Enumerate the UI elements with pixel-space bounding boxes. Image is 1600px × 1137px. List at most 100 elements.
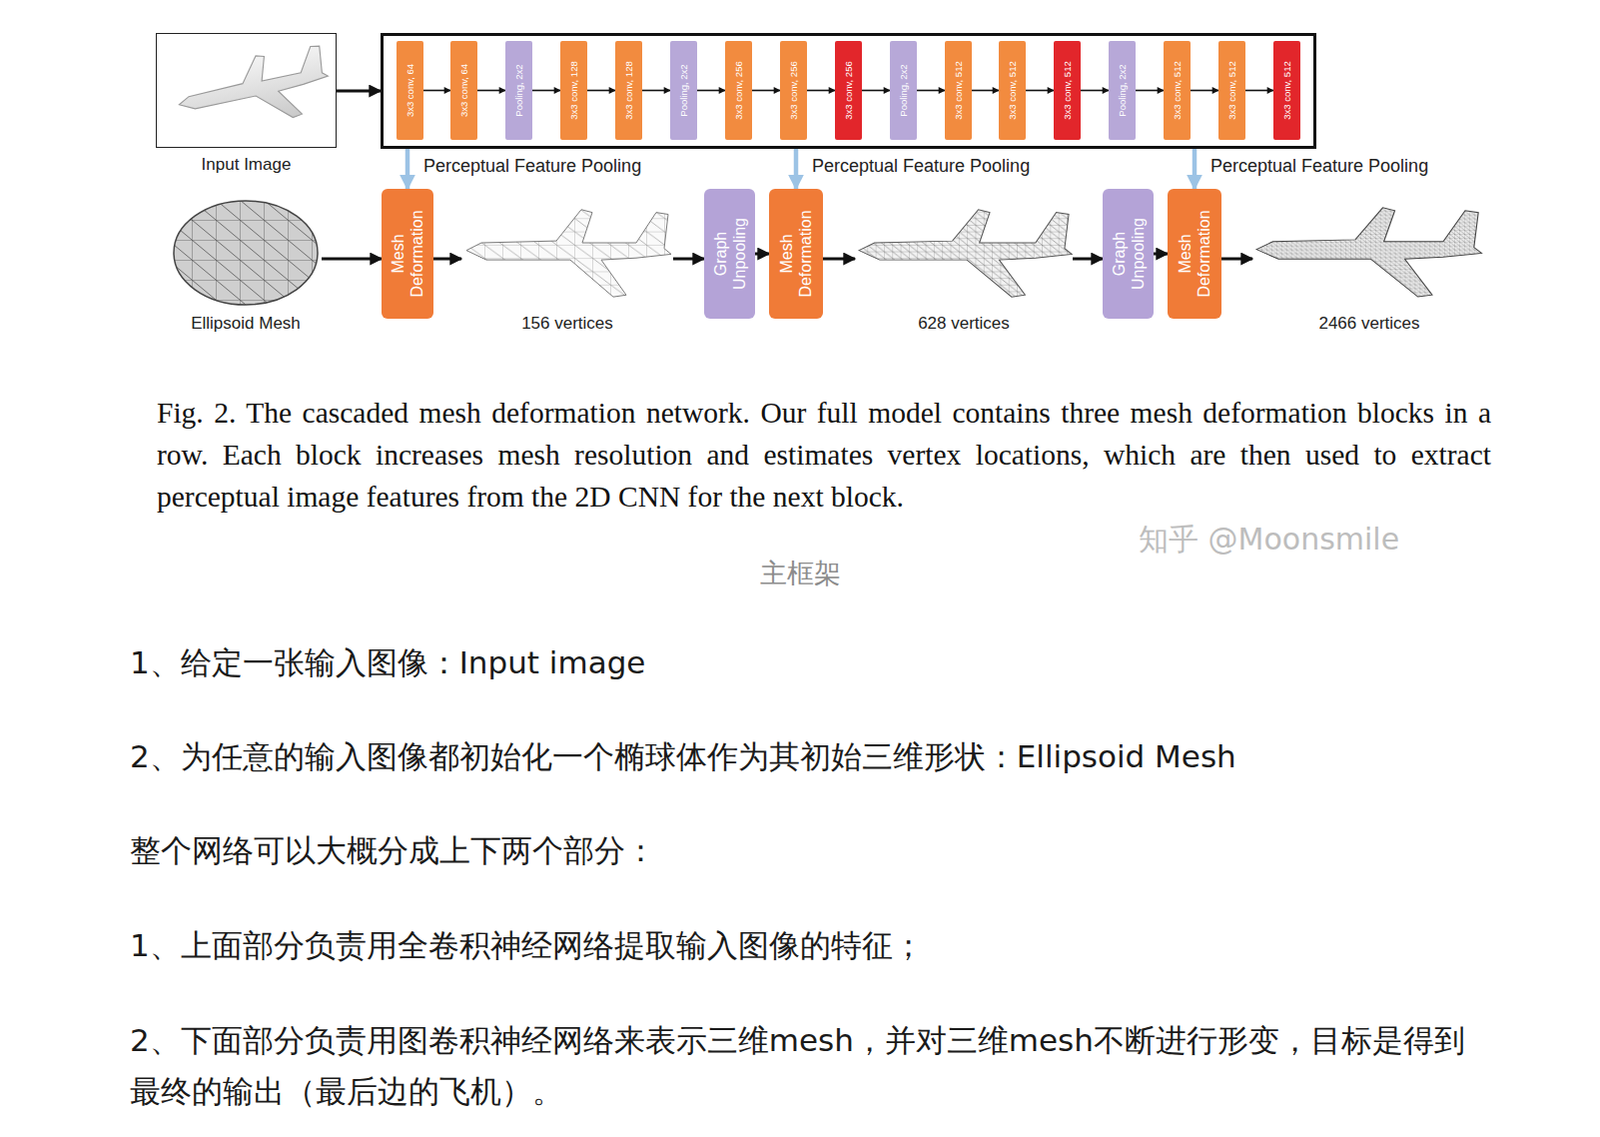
edge-label: Perceptual Feature Pooling	[421, 155, 644, 177]
node-label: Ellipsoid Mesh	[190, 313, 301, 334]
conv-layer-box-red: 3x3 conv, 256	[834, 40, 862, 140]
ellipsoid-outline	[173, 200, 318, 305]
edge-label: Perceptual Feature Pooling	[1208, 155, 1431, 177]
body-paragraph: 2、下面部分负责用图卷积神经网络来表示三维mesh，并对三维mesh不断进行形变…	[129, 1014, 1469, 1117]
conv-layer-box: 3x3 conv, 256	[780, 40, 807, 140]
feature-pooling-arrow	[1192, 148, 1198, 189]
body-paragraph: 2、为任意的输入图像都初始化一个椭球体作为其初始三维形状：Ellipsoid M…	[129, 731, 1469, 783]
flow-arrow	[673, 257, 705, 261]
flow-arrow	[752, 89, 781, 92]
layer-label: Pooling, 2x2	[678, 43, 690, 137]
graph-unpooling-box: Graph Unpooling	[704, 188, 756, 319]
mesh-outline	[466, 209, 672, 297]
mesh-airplane-fine	[1256, 207, 1483, 297]
flow-arrow	[822, 257, 855, 261]
ellipsoid-fill	[173, 200, 318, 305]
node-label: Input Image	[201, 154, 292, 175]
flow-arrow	[433, 257, 462, 261]
layer-label: Graph Unpooling	[1109, 194, 1148, 313]
layer-label: 3x3 conv, 512	[952, 43, 964, 137]
edge-label: Perceptual Feature Pooling	[809, 155, 1032, 177]
input-airplane-photo	[172, 41, 335, 140]
flow-arrow	[806, 89, 835, 92]
layer-label: Mesh Deformation	[1175, 194, 1214, 313]
layer-label: Graph Unpooling	[711, 194, 750, 313]
image-box: Input Image	[155, 32, 337, 183]
image-frame	[155, 32, 337, 148]
flow-arrow	[971, 89, 999, 92]
flow-arrow	[587, 89, 616, 92]
layer-label: 3x3 conv, 512	[1226, 43, 1238, 137]
mesh-outline	[858, 209, 1072, 297]
conv-layer-box: 3x3 conv, 512	[998, 40, 1026, 140]
airplane-silhouette	[172, 41, 335, 140]
graph-unpooling-box: Graph Unpooling	[1102, 188, 1154, 319]
ellipsoid-mesh-figure	[173, 200, 318, 305]
pooling-layer-box: Pooling, 2x2	[670, 40, 698, 140]
flow-arrow	[1080, 89, 1109, 92]
pooling-layer-box: Pooling, 2x2	[889, 40, 917, 140]
layer-label: 3x3 conv, 256	[788, 43, 800, 137]
layer-label: 3x3 conv, 64	[458, 43, 470, 137]
conv-layer-box: 3x3 conv, 64	[396, 40, 424, 140]
mesh-airplane-medium	[858, 209, 1072, 297]
body-paragraph: 整个网络可以大概分成上下两个部分：	[129, 824, 1469, 876]
mesh-fill	[858, 209, 1072, 297]
node-label: 2466 vertices	[1318, 313, 1420, 334]
mesh-wireframe	[858, 209, 1072, 297]
flow-arrow	[1153, 252, 1168, 256]
conv-layer-box: 3x3 conv, 512	[1218, 40, 1246, 140]
conv-layer-box: 3x3 conv, 128	[615, 40, 643, 140]
flow-arrow	[532, 89, 561, 92]
layer-label: 3x3 conv, 512	[1061, 43, 1073, 137]
flow-arrow	[1135, 89, 1164, 92]
flow-arrow	[861, 89, 890, 92]
mesh-airplane-coarse	[466, 209, 672, 297]
conv-layer-box: 3x3 conv, 512	[1163, 40, 1191, 140]
conv-layer-box: 3x3 conv, 256	[725, 40, 753, 140]
mesh-figure-node: 2466 vertices	[1252, 198, 1487, 334]
mesh-deformation-box: Mesh Deformation	[1167, 188, 1222, 319]
flow-arrow	[755, 252, 770, 256]
layer-label: Pooling, 2x2	[513, 43, 525, 137]
flow-arrow	[1190, 89, 1219, 92]
conv-layer-box-red: 3x3 conv, 512	[1053, 40, 1081, 140]
layer-label: Pooling, 2x2	[1116, 43, 1128, 137]
cnn-frame: 3x3 conv, 64 3x3 conv, 64 Pooling, 2x2 3x3 …	[380, 32, 1317, 149]
layer-label: 3x3 conv, 256	[842, 43, 854, 137]
mesh-figure-node: 628 vertices	[854, 198, 1073, 334]
layer-label: 3x3 conv, 128	[623, 43, 635, 137]
flow-arrow	[336, 89, 381, 93]
flow-arrow	[642, 89, 671, 92]
watermark: 知乎 @Moonsmile	[1138, 521, 1400, 558]
node-label: 628 vertices	[917, 313, 1010, 334]
mesh-outline	[1256, 207, 1483, 297]
layer-label: 3x3 conv, 64	[404, 43, 416, 137]
flow-arrow	[423, 89, 451, 92]
layer-label: Mesh Deformation	[388, 194, 427, 313]
conv-layer-box: 3x3 conv, 128	[560, 40, 588, 140]
mesh-fill	[466, 209, 672, 297]
layer-label: 3x3 conv, 512	[1171, 43, 1183, 137]
mesh-wireframe	[1256, 207, 1483, 297]
mesh-deformation-box: Mesh Deformation	[381, 188, 434, 319]
flow-arrow	[1221, 257, 1253, 261]
flow-arrow	[1072, 257, 1103, 261]
flow-arrow	[321, 257, 382, 261]
node-label: 156 vertices	[521, 313, 614, 334]
conv-layer-box: 3x3 conv, 64	[450, 40, 478, 140]
layer-label: 3x3 conv, 128	[568, 43, 580, 137]
flow-arrow	[916, 89, 945, 92]
pooling-layer-box: Pooling, 2x2	[505, 40, 533, 140]
mesh-wireframe	[466, 209, 672, 297]
body-paragraph: 1、上面部分负责用全卷积神经网络提取输入图像的特征；	[129, 919, 1469, 971]
mesh-figure-node: Ellipsoid Mesh	[169, 198, 322, 334]
feature-pooling-arrow	[405, 148, 411, 189]
layer-label: 3x3 conv, 512	[1281, 43, 1293, 137]
conv-layer-box: 3x3 conv, 512	[944, 40, 972, 140]
layer-label: Mesh Deformation	[777, 194, 815, 313]
flow-arrow	[477, 89, 506, 92]
flow-arrow	[1025, 89, 1054, 92]
mesh-figure-node: 156 vertices	[461, 198, 674, 334]
